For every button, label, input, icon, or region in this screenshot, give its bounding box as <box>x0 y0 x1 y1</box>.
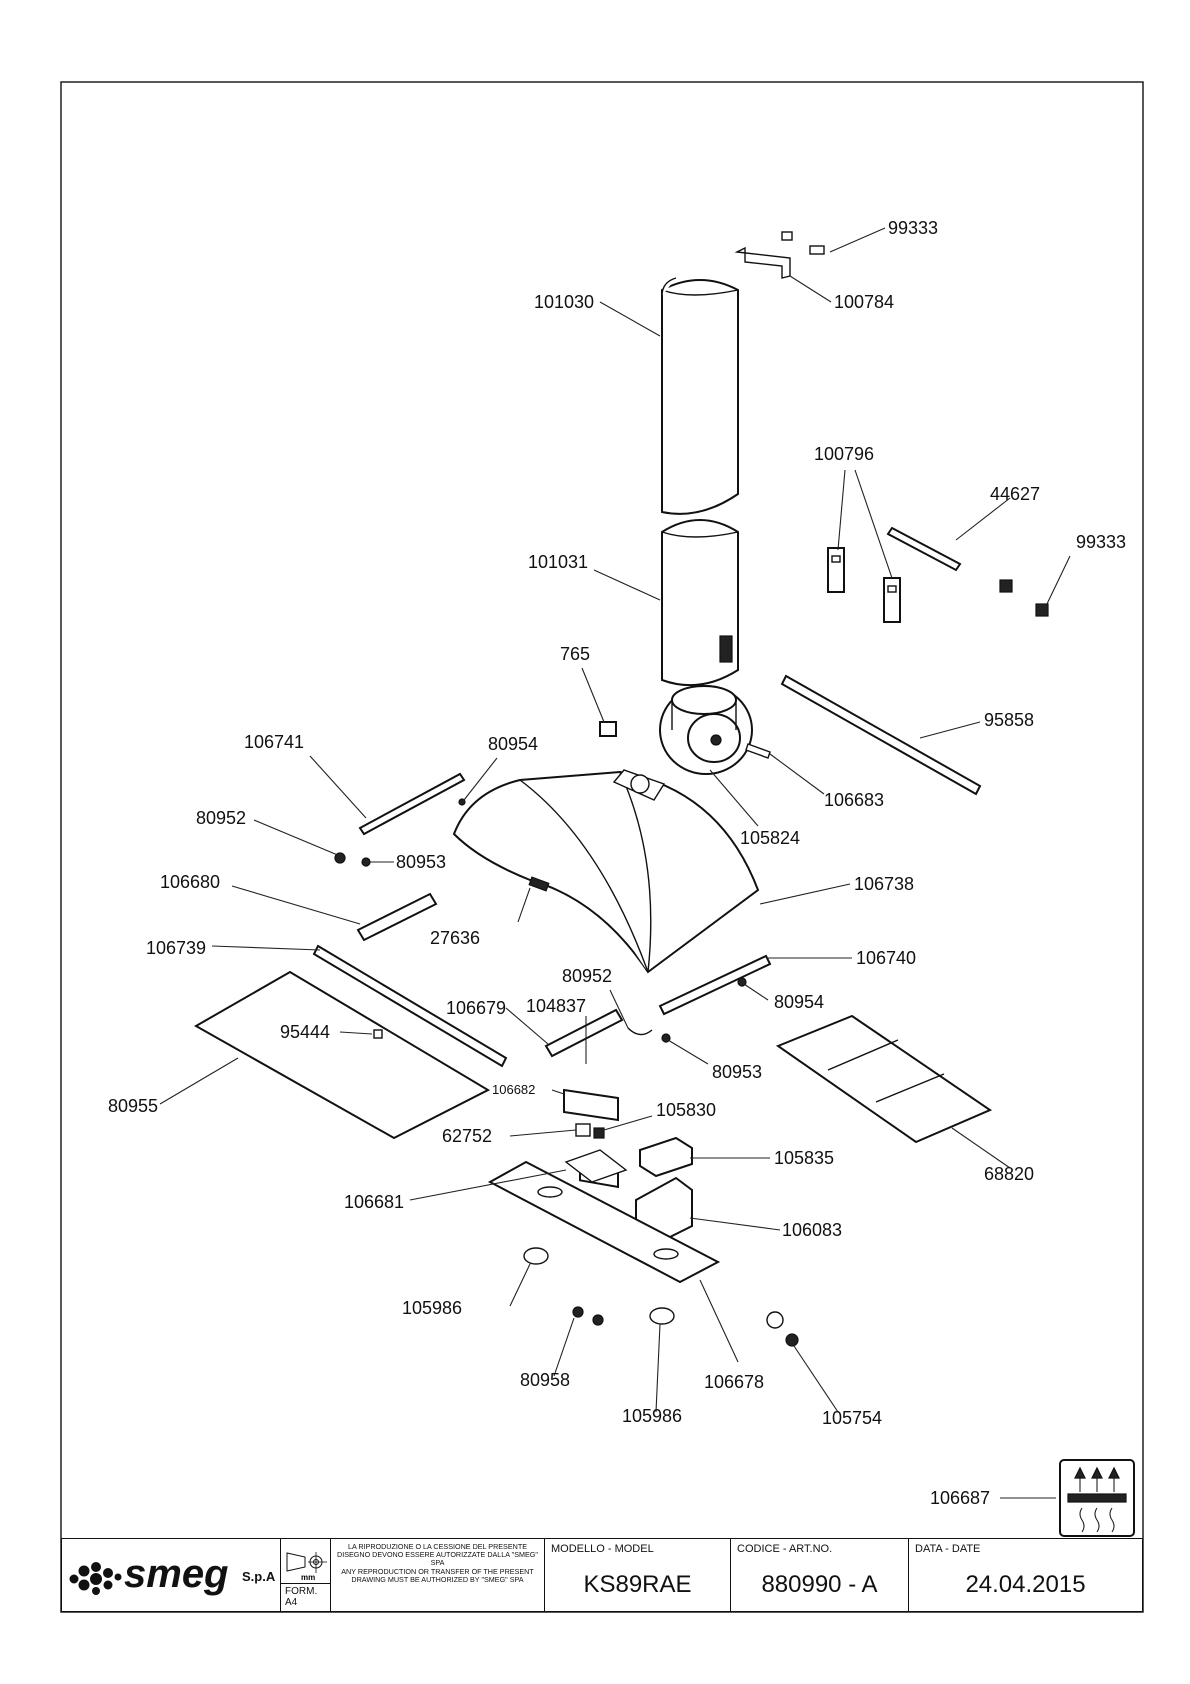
hood-canopy <box>452 769 760 974</box>
part-label: 105830 <box>656 1100 716 1120</box>
part-label: 105986 <box>622 1406 682 1426</box>
parts-62752-105830 <box>575 1123 605 1139</box>
motor-blower <box>659 685 753 775</box>
company-cell: smeg S.p.A <box>61 1538 281 1612</box>
part-label: 106678 <box>704 1372 764 1392</box>
date-cell: DATA - DATE 24.04.2015 <box>909 1538 1143 1612</box>
part-label: 80952 <box>196 808 246 828</box>
company-suffix: S.p.A <box>242 1569 276 1584</box>
model-value: KS89RAE <box>583 1571 692 1598</box>
copyright-notice: LA RIPRODUZIONE O LA CESSIONE DEL PRESEN… <box>333 1542 542 1584</box>
model-cell: MODELLO - MODEL KS89RAE <box>545 1538 731 1612</box>
part-label: 80954 <box>488 734 538 754</box>
knob-105754 <box>766 1311 799 1347</box>
part-label: 104837 <box>526 996 586 1016</box>
smeg-logo: smeg <box>69 1552 229 1596</box>
part-label: 80953 <box>396 852 446 872</box>
part-label: 106680 <box>160 872 220 892</box>
part-label: 765 <box>560 644 590 664</box>
date-value: 24.04.2015 <box>965 1571 1086 1598</box>
part-label: 101030 <box>534 292 594 312</box>
chimney-lower-cover <box>661 519 739 687</box>
box-106682 <box>563 1088 619 1122</box>
model-caption: MODELLO - MODEL <box>551 1543 654 1555</box>
filter-panel-80955 <box>193 970 491 1140</box>
long-rail-right <box>780 674 982 796</box>
rail-106679 <box>544 1008 624 1058</box>
part-label: 106740 <box>856 948 916 968</box>
notice-cell: LA RIPRODUZIONE O LA CESSIONE DEL PRESEN… <box>331 1538 545 1612</box>
part-label: 95444 <box>280 1022 330 1042</box>
part-label: 80954 <box>774 992 824 1012</box>
notice-italian: LA RIPRODUZIONE O LA CESSIONE DEL PRESEN… <box>337 1542 538 1568</box>
part-label: 80958 <box>520 1370 570 1390</box>
part-label: 106679 <box>446 998 506 1018</box>
drawing-frame <box>60 81 1144 1613</box>
code-caption: CODICE - ART.NO. <box>737 1543 833 1555</box>
chimney-upper-cover <box>661 277 739 515</box>
part-label: 100784 <box>834 292 894 312</box>
part-label: 105824 <box>740 828 800 848</box>
logo-wordmark: smeg <box>124 1552 229 1596</box>
part-label: 80955 <box>108 1096 158 1116</box>
small-strip-106683 <box>745 743 771 759</box>
projection-symbol-icon: mm <box>286 1552 327 1582</box>
hook-80952 <box>627 1027 653 1036</box>
units-cell: mm FORM. A4 <box>281 1538 331 1612</box>
part-label: 106083 <box>782 1220 842 1240</box>
part-label: 106687 <box>930 1488 990 1508</box>
part-label: 80952 <box>562 966 612 986</box>
code-value: 880990 - A <box>761 1571 878 1598</box>
leader-lines <box>159 227 1071 1499</box>
lower-panel-106678 <box>487 1160 721 1284</box>
lamps-105986 <box>523 1247 675 1325</box>
part-label: 95858 <box>984 710 1034 730</box>
clips-80958 <box>572 1306 604 1326</box>
part-labels: 99333 100784 101030 100796 44627 99333 1… <box>108 218 1126 1508</box>
part-label: 80953 <box>712 1062 762 1082</box>
part-label: 27636 <box>430 928 480 948</box>
unit-label: mm <box>301 1573 315 1582</box>
bracket-106681 <box>564 1149 628 1183</box>
control-box-105835 <box>639 1136 693 1178</box>
wall-bracket-pair <box>827 547 901 623</box>
date-caption: DATA - DATE <box>915 1543 981 1555</box>
part-label: 99333 <box>1076 532 1126 552</box>
format-label: FORM. A4 <box>285 1586 318 1608</box>
title-block: smeg S.p.A mm FORM. A4 LA RIPRODUZIONE O… <box>61 1538 1143 1612</box>
part-label: 62752 <box>442 1126 492 1146</box>
part-label: 105754 <box>822 1408 882 1428</box>
part-label: 105835 <box>774 1148 834 1168</box>
rail-106740 <box>658 954 772 1016</box>
part-label: 68820 <box>984 1164 1034 1184</box>
rail-106741 <box>358 772 466 836</box>
wall-strip <box>886 526 962 572</box>
cap-765 <box>599 721 617 737</box>
upper-bracket <box>734 231 825 279</box>
code-cell: CODICE - ART.NO. 880990 - A <box>731 1538 909 1612</box>
grease-filters-68820 <box>775 1014 993 1144</box>
part-label: 106738 <box>854 874 914 894</box>
part-label: 106741 <box>244 732 304 752</box>
part-label: 106682 <box>492 1082 535 1097</box>
rail-106680 <box>356 892 438 942</box>
part-label: 100796 <box>814 444 874 464</box>
wall-plugs <box>999 579 1049 617</box>
part-label: 99333 <box>888 218 938 238</box>
part-label: 106683 <box>824 790 884 810</box>
part-label: 101031 <box>528 552 588 572</box>
part-label: 106739 <box>146 938 206 958</box>
heat-warning-symbol <box>1059 1459 1135 1537</box>
part-label: 106681 <box>344 1192 404 1212</box>
part-label: 105986 <box>402 1298 462 1318</box>
rail-106739 <box>312 944 508 1068</box>
part-label: 44627 <box>990 484 1040 504</box>
notice-english: ANY REPRODUCTION OR TRANSFER OF THE PRES… <box>341 1566 534 1584</box>
